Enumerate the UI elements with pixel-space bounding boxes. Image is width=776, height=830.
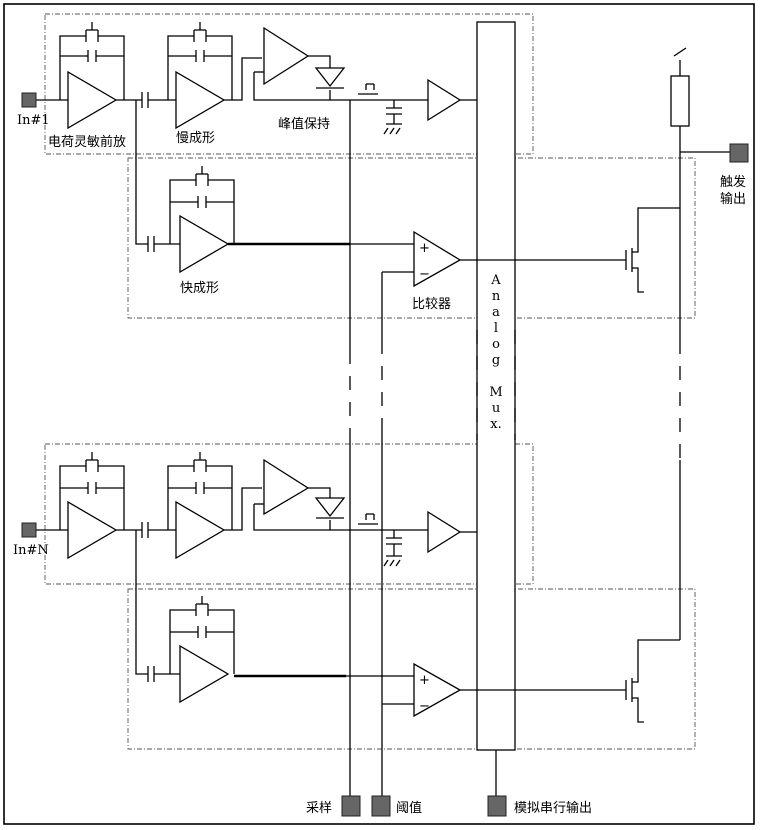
sample-pad	[341, 795, 361, 817]
comparator-1-plus: +	[419, 241, 430, 256]
label-trigger-out-2: 输出	[720, 191, 746, 207]
channel-n-fast-block	[127, 588, 696, 750]
mux-letter: o	[492, 337, 500, 352]
mux-letter: l	[494, 321, 498, 336]
channel-n	[21, 452, 680, 723]
comparator-n-minus: −	[419, 699, 430, 714]
fast-shaper-amplifier-1	[179, 214, 230, 274]
label-threshold: 阈值	[396, 800, 422, 816]
label-analog-serial-out: 模拟串行输出	[514, 800, 592, 816]
label-comparator: 比较器	[412, 297, 451, 312]
mux-letter: g	[492, 353, 500, 368]
channel-1	[21, 22, 680, 293]
input-pad-n	[21, 522, 37, 538]
buffer-amplifier-1	[427, 78, 462, 122]
charge-preamp-amplifier-n	[67, 500, 118, 560]
channel-1-fast-block	[127, 157, 696, 319]
analog-mux-block	[476, 21, 516, 751]
buffer-amplifier-n	[427, 510, 462, 554]
label-slow-shaper: 慢成形	[176, 130, 215, 146]
mux-letter: M	[489, 385, 502, 400]
fast-shaper-amplifier-n	[179, 644, 230, 704]
mux-letter: u	[492, 401, 500, 416]
mux-letter: a	[492, 305, 500, 320]
peak-hold-amplifier-n	[263, 458, 310, 516]
mux-dashed-section	[476, 330, 516, 440]
input-pad-1	[21, 92, 37, 108]
charge-preamp-amplifier-1	[67, 70, 118, 130]
trigger-output-pad	[729, 143, 749, 163]
threshold-pad	[371, 795, 391, 817]
mux-letter: A	[490, 273, 501, 288]
label-charge-preamp: 电荷灵敏前放	[48, 134, 126, 150]
channel-n-slow-block	[44, 443, 534, 585]
analog-serial-out-pad	[487, 795, 507, 817]
outer-frame	[3, 3, 755, 825]
label-peak-hold: 峰值保持	[278, 116, 330, 132]
label-sample: 采样	[306, 801, 332, 816]
comparator-1-minus: −	[419, 267, 430, 282]
channel-1-slow-block	[44, 13, 534, 155]
comparator-1	[413, 230, 462, 288]
pullup-resistor	[670, 75, 690, 127]
peak-hold-diode-1	[314, 67, 346, 88]
comparator-n	[413, 662, 462, 718]
slow-shaper-amplifier-1	[175, 70, 226, 130]
label-input-last: In#N	[13, 543, 49, 558]
mux-letter: n	[492, 289, 501, 304]
comparator-n-plus: +	[419, 673, 430, 688]
mux-letter: x.	[490, 417, 501, 432]
label-input-first: In#1	[17, 113, 50, 128]
slow-shaper-amplifier-n	[175, 500, 226, 560]
label-fast-shaper: 快成形	[180, 281, 219, 296]
peak-hold-diode-n	[314, 497, 346, 518]
label-trigger-out-1: 触发	[720, 174, 746, 190]
peak-hold-amplifier-1	[263, 26, 310, 86]
